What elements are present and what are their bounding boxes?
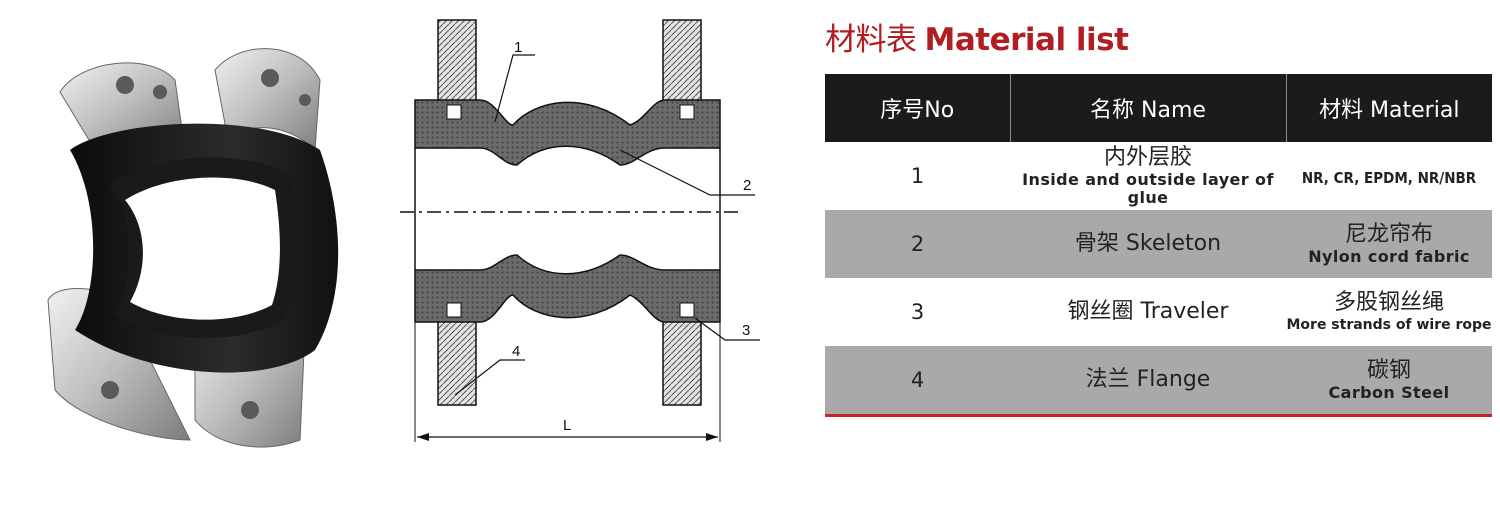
- row-no: 4: [825, 346, 1010, 417]
- flange-bottom-right: [662, 309, 702, 406]
- material-cn: 碳钢: [1366, 358, 1411, 383]
- row-name: 钢丝圈 Traveler: [1010, 278, 1286, 346]
- row-no: 3: [825, 278, 1010, 346]
- name-en: Inside and outside layer of glue: [1022, 170, 1274, 207]
- table-row: 3 钢丝圈 Traveler 多股钢丝绳 More strands of wir…: [825, 278, 1492, 346]
- row-material: 尼龙帘布 Nylon cord fabric: [1286, 210, 1492, 278]
- row-material: NR, CR, EPDM, NR/NBR: [1286, 142, 1492, 210]
- header-name: 名称 Name: [1009, 74, 1286, 142]
- material-en: NR, CR, EPDM, NR/NBR: [1301, 169, 1477, 187]
- callout-3: 3: [742, 322, 750, 339]
- material-table: 序号No 名称 Name 材料 Material 1 内外层胶 Inside a…: [825, 74, 1492, 417]
- flange-top-right: [662, 19, 702, 116]
- name-cn: 钢丝圈 Traveler: [1067, 299, 1229, 324]
- rubber-joint-illustration: [47, 48, 339, 448]
- row-name: 法兰 Flange: [1010, 346, 1286, 417]
- row-no: 2: [825, 210, 1010, 278]
- row-material: 碳钢 Carbon Steel: [1286, 346, 1492, 417]
- material-en: Carbon Steel: [1328, 383, 1450, 402]
- flange-bottom-left: [437, 309, 477, 406]
- rubber-body-bottom: [414, 254, 721, 323]
- material-cn: 多股钢丝绳: [1333, 290, 1444, 315]
- row-no: 1: [825, 142, 1010, 210]
- row-name: 骨架 Skeleton: [1010, 210, 1286, 278]
- product-photo: [0, 0, 380, 512]
- cross-section-drawing: 1 2 3 4 L: [395, 0, 795, 512]
- header-material: 材料 Material: [1285, 74, 1492, 142]
- name-cn: 法兰 Flange: [1085, 367, 1211, 392]
- row-material: 多股钢丝绳 More strands of wire rope: [1286, 278, 1492, 346]
- flange-top-left: [437, 19, 477, 116]
- table-row: 1 内外层胶 Inside and outside layer of glue …: [825, 142, 1492, 210]
- section-view-svg: 1 2 3 4 L: [400, 19, 760, 442]
- title-cn: 材料表: [825, 22, 917, 58]
- material-cn: 尼龙帘布: [1344, 222, 1433, 247]
- callout-1: 1: [514, 39, 522, 56]
- header-no: 序号No: [825, 74, 1010, 142]
- table-header-row: 序号No 名称 Name 材料 Material: [825, 74, 1492, 142]
- table-row: 2 骨架 Skeleton 尼龙帘布 Nylon cord fabric: [825, 210, 1492, 278]
- callout-4: 4: [512, 343, 520, 360]
- dimension-label-L: L: [563, 417, 571, 434]
- material-en: Nylon cord fabric: [1308, 247, 1470, 266]
- callout-2: 2: [743, 177, 751, 194]
- name-cn: 内外层胶: [1103, 145, 1192, 170]
- material-en: More strands of wire rope: [1286, 317, 1492, 333]
- table-row: 4 法兰 Flange 碳钢 Carbon Steel: [825, 346, 1492, 417]
- rubber-body-top: [414, 99, 721, 166]
- row-name: 内外层胶 Inside and outside layer of glue: [1010, 142, 1286, 210]
- title-en: Material list: [924, 22, 1129, 58]
- name-cn: 骨架 Skeleton: [1074, 231, 1222, 256]
